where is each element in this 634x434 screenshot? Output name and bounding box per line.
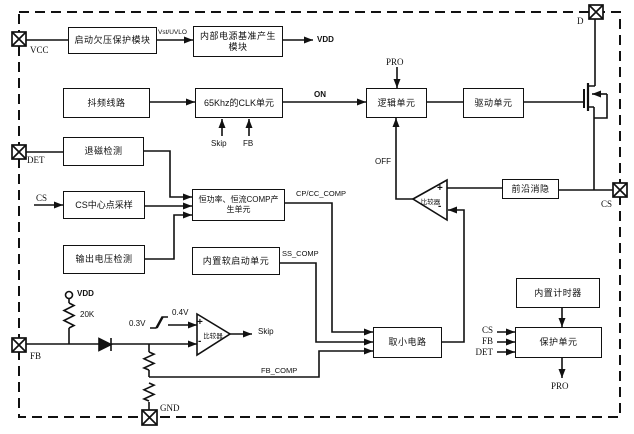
- label-vdd-bottom: VDD: [77, 289, 94, 298]
- wire-comparator-off-to-logic: [392, 118, 413, 200]
- label-fb-clk: FB: [243, 139, 254, 148]
- resistor-20k: [62, 302, 76, 329]
- comparator-skip-triangle: [196, 312, 232, 357]
- wire-demag-to-compgen: [144, 150, 192, 201]
- vdd-terminal: [64, 290, 74, 300]
- label-20k: 20K: [80, 310, 95, 319]
- comparator-skip-plus: +: [197, 317, 203, 328]
- block-demag-detect: 退磁检测: [63, 137, 144, 166]
- mosfet-source-to-cs: [588, 106, 595, 190]
- pin-box-det: [11, 144, 27, 160]
- label-cp-cc-comp: CP/CC_COMP: [296, 189, 347, 198]
- wire-fb-comp-to-minsel: [149, 347, 373, 378]
- block-cs-center-sample: CS中心点采样: [63, 191, 145, 219]
- block-frequency-jitter: 抖频线路: [63, 88, 150, 118]
- comparator-pwm-label: 比较器: [420, 199, 441, 206]
- label-pin-fb: FB: [30, 351, 42, 361]
- block-clk-unit: 65Khz的CLK单元: [195, 88, 283, 118]
- block-leading-edge-blanking: 前沿消隐: [502, 179, 559, 199]
- comparator-pwm-minus: -: [438, 201, 442, 212]
- comparator-skip-minus: -: [198, 336, 202, 347]
- block-internal-timer: 内置计时器: [516, 278, 600, 308]
- label-cs-protect: CS: [481, 325, 493, 335]
- comparator-pwm-triangle: [411, 178, 448, 222]
- ic-boundary-dashed-border: [18, 11, 621, 418]
- label-skip-clk: Skip: [211, 139, 227, 148]
- wire-ss-comp-to-minsel: [280, 262, 373, 346]
- label-off: OFF: [375, 157, 391, 166]
- pin-box-drain: [588, 4, 604, 20]
- pin-box-gnd: [141, 409, 158, 426]
- comparator-pwm-plus: +: [437, 183, 443, 194]
- wire-voutdet-to-compgen: [145, 211, 192, 260]
- label-pin-cs: CS: [601, 199, 613, 209]
- label-det-protect: DET: [475, 347, 494, 357]
- label-cs-stub: CS: [36, 193, 48, 203]
- pin-boxes: [11, 4, 628, 426]
- block-internal-reference: 内部电源基准产生模块: [193, 26, 283, 57]
- block-uvlo-protect: 启动欠压保护模块: [68, 27, 157, 54]
- wire-cpcc-comp-to-minsel: [285, 202, 373, 336]
- label-pro-bottom: PRO: [551, 381, 569, 391]
- label-fb-protect: FB: [481, 336, 493, 346]
- label-on: ON: [314, 90, 326, 99]
- pin-box-fb: [11, 337, 27, 353]
- block-min-select: 取小电路: [373, 327, 442, 358]
- pin-box-vcc: [11, 31, 27, 47]
- block-drive-unit: 驱动单元: [463, 88, 524, 118]
- label-ss-comp: SS_COMP: [282, 249, 319, 258]
- block-protect-unit: 保护单元: [515, 327, 602, 358]
- label-fb-comp: FB_COMP: [261, 366, 298, 375]
- label-skip-out: Skip: [258, 327, 274, 336]
- diode-symbol: [98, 337, 113, 352]
- pin-box-cs: [612, 182, 628, 198]
- resistor-divider-lower: [141, 382, 156, 402]
- block-logic-unit: 逻辑单元: [366, 88, 427, 118]
- block-soft-start: 内置软启动单元: [192, 247, 280, 275]
- label-vdd-top: VDD: [317, 35, 334, 44]
- label-pin-det: DET: [27, 155, 45, 165]
- label-0v3: 0.3V: [129, 319, 146, 328]
- block-output-voltage-detect: 输出电压检测: [63, 245, 145, 274]
- label-0v4: 0.4V: [172, 308, 189, 317]
- label-pin-drain: D: [577, 16, 584, 26]
- mosfet-symbol: [583, 19, 608, 190]
- comparator-skip-label: 比较器: [203, 333, 223, 340]
- resistor-divider-upper: [141, 351, 156, 371]
- label-pin-vcc: VCC: [30, 45, 49, 55]
- wire-minsel-to-comparator-minus: [442, 206, 465, 343]
- label-pro-top: PRO: [386, 57, 404, 67]
- hysteresis-icon: [150, 316, 168, 329]
- label-pin-gnd: GND: [160, 403, 180, 413]
- label-vst-uvlo: Vst/UVLO: [158, 29, 187, 36]
- block-cp-cc-comp-gen: 恒功率、恒流COMP产生单元: [192, 189, 285, 221]
